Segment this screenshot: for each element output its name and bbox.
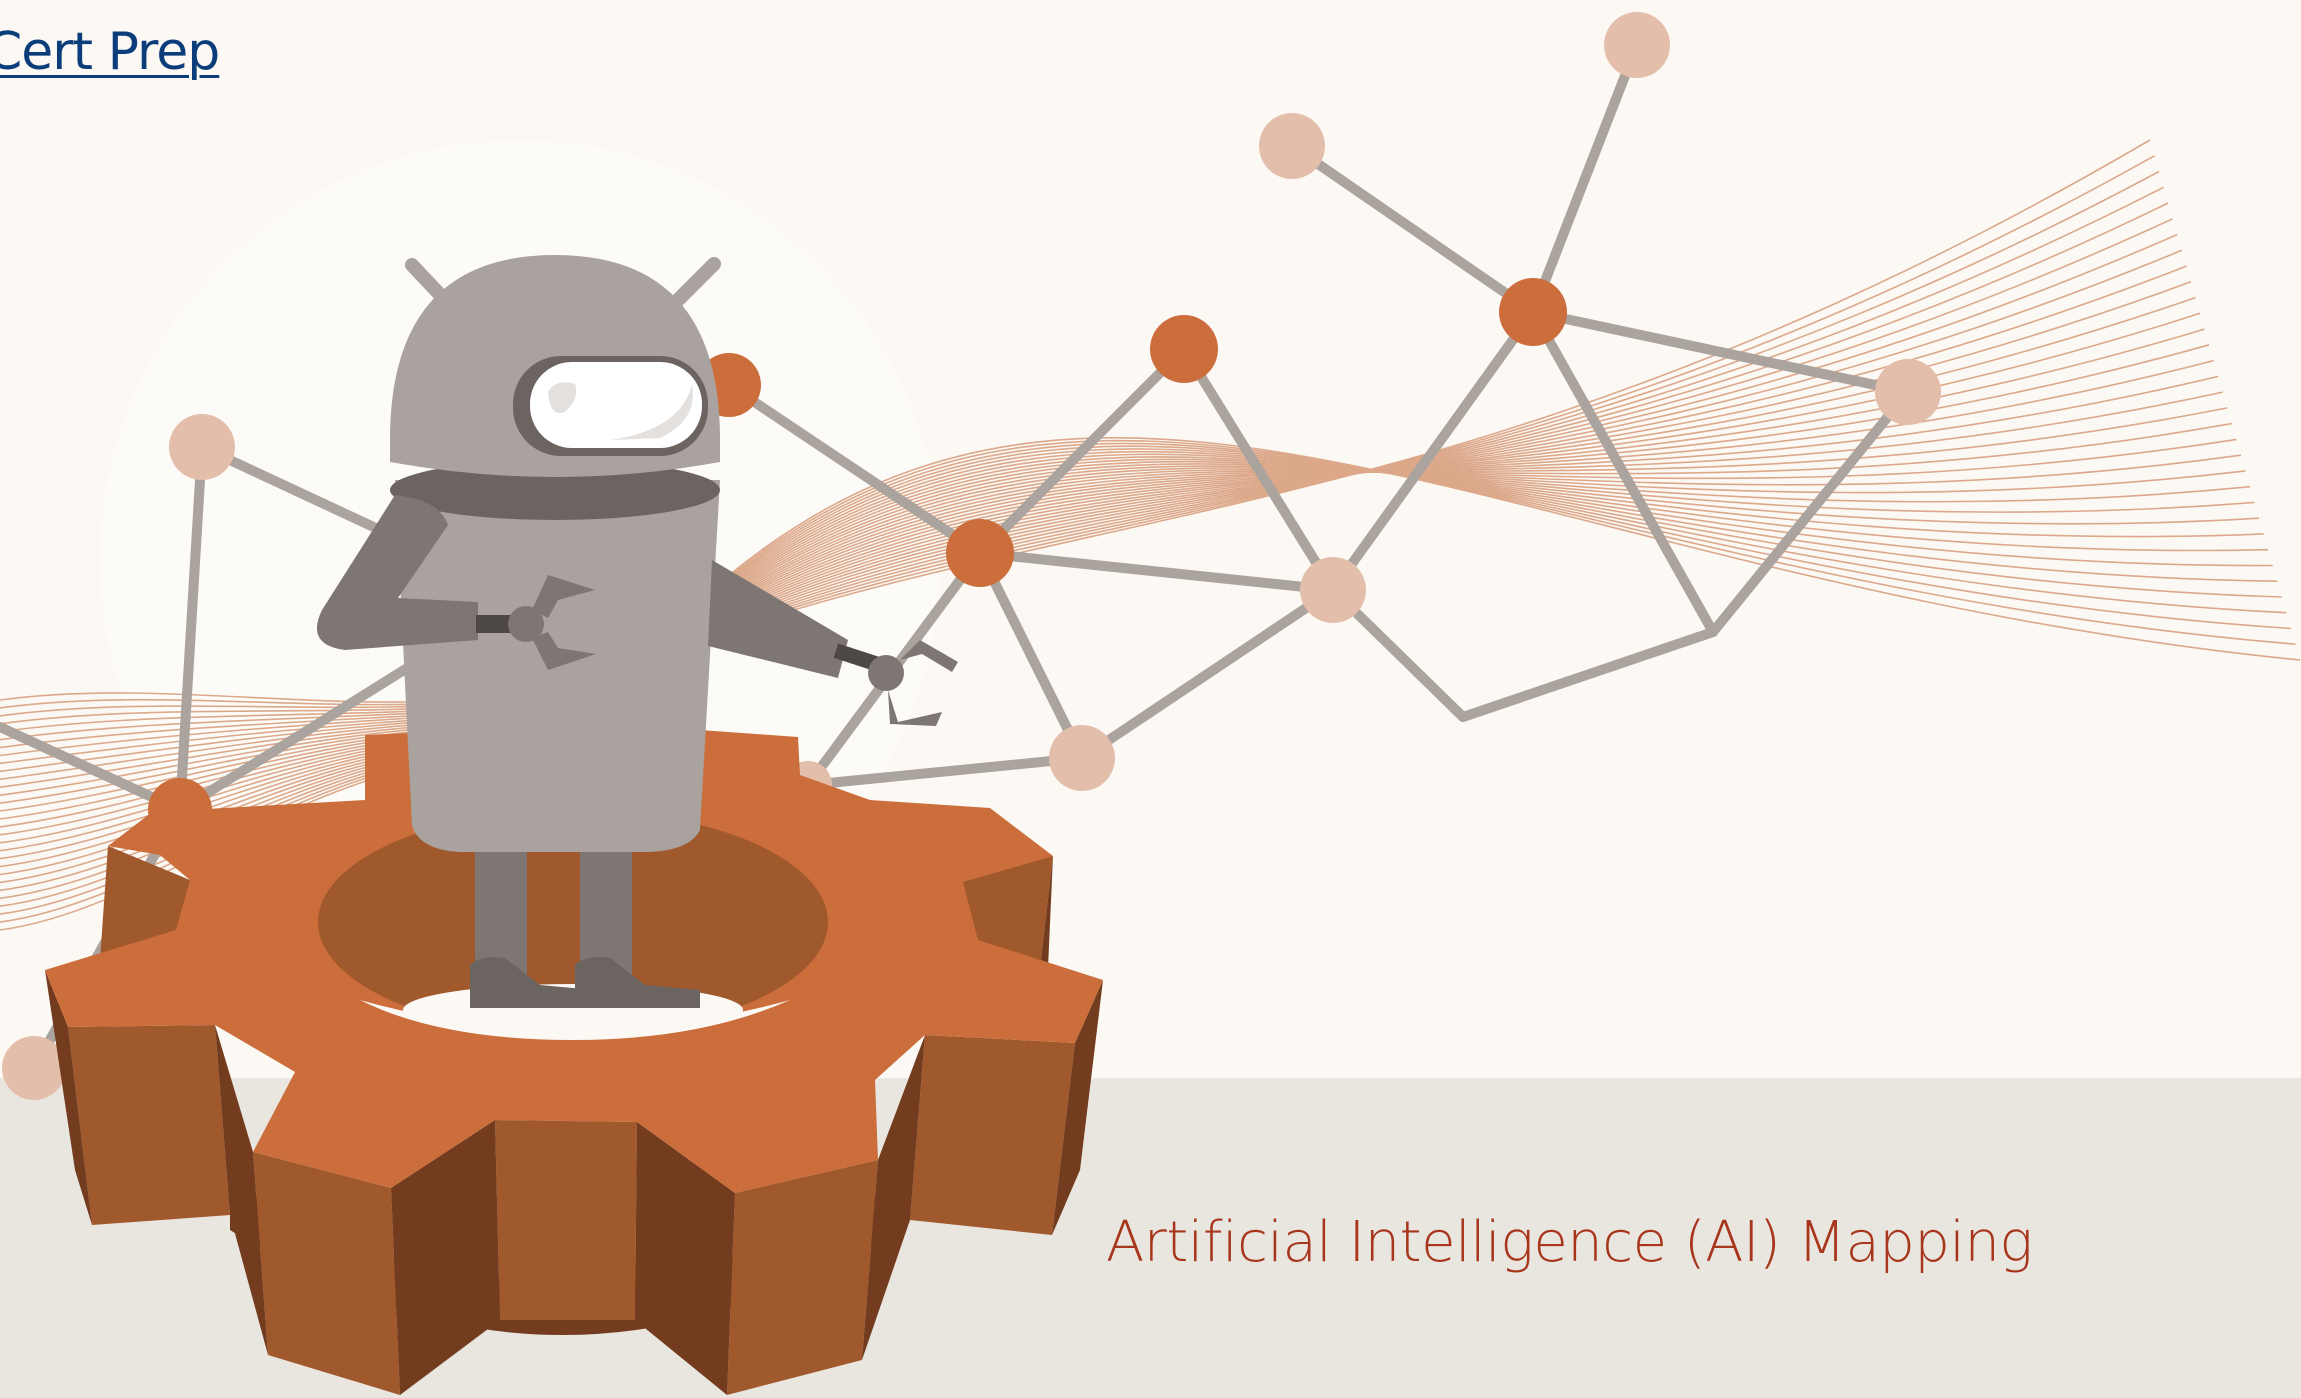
network-edges: [0, 40, 1913, 1073]
cert-prep-link[interactable]: Cert Prep: [0, 22, 220, 82]
robot-icon: [316, 255, 958, 1008]
wave-lines-right: [699, 139, 2301, 661]
illustration-title: Artificial Intelligence (AI) Mapping: [1106, 1210, 2033, 1275]
gear-icon: [45, 720, 1103, 1395]
